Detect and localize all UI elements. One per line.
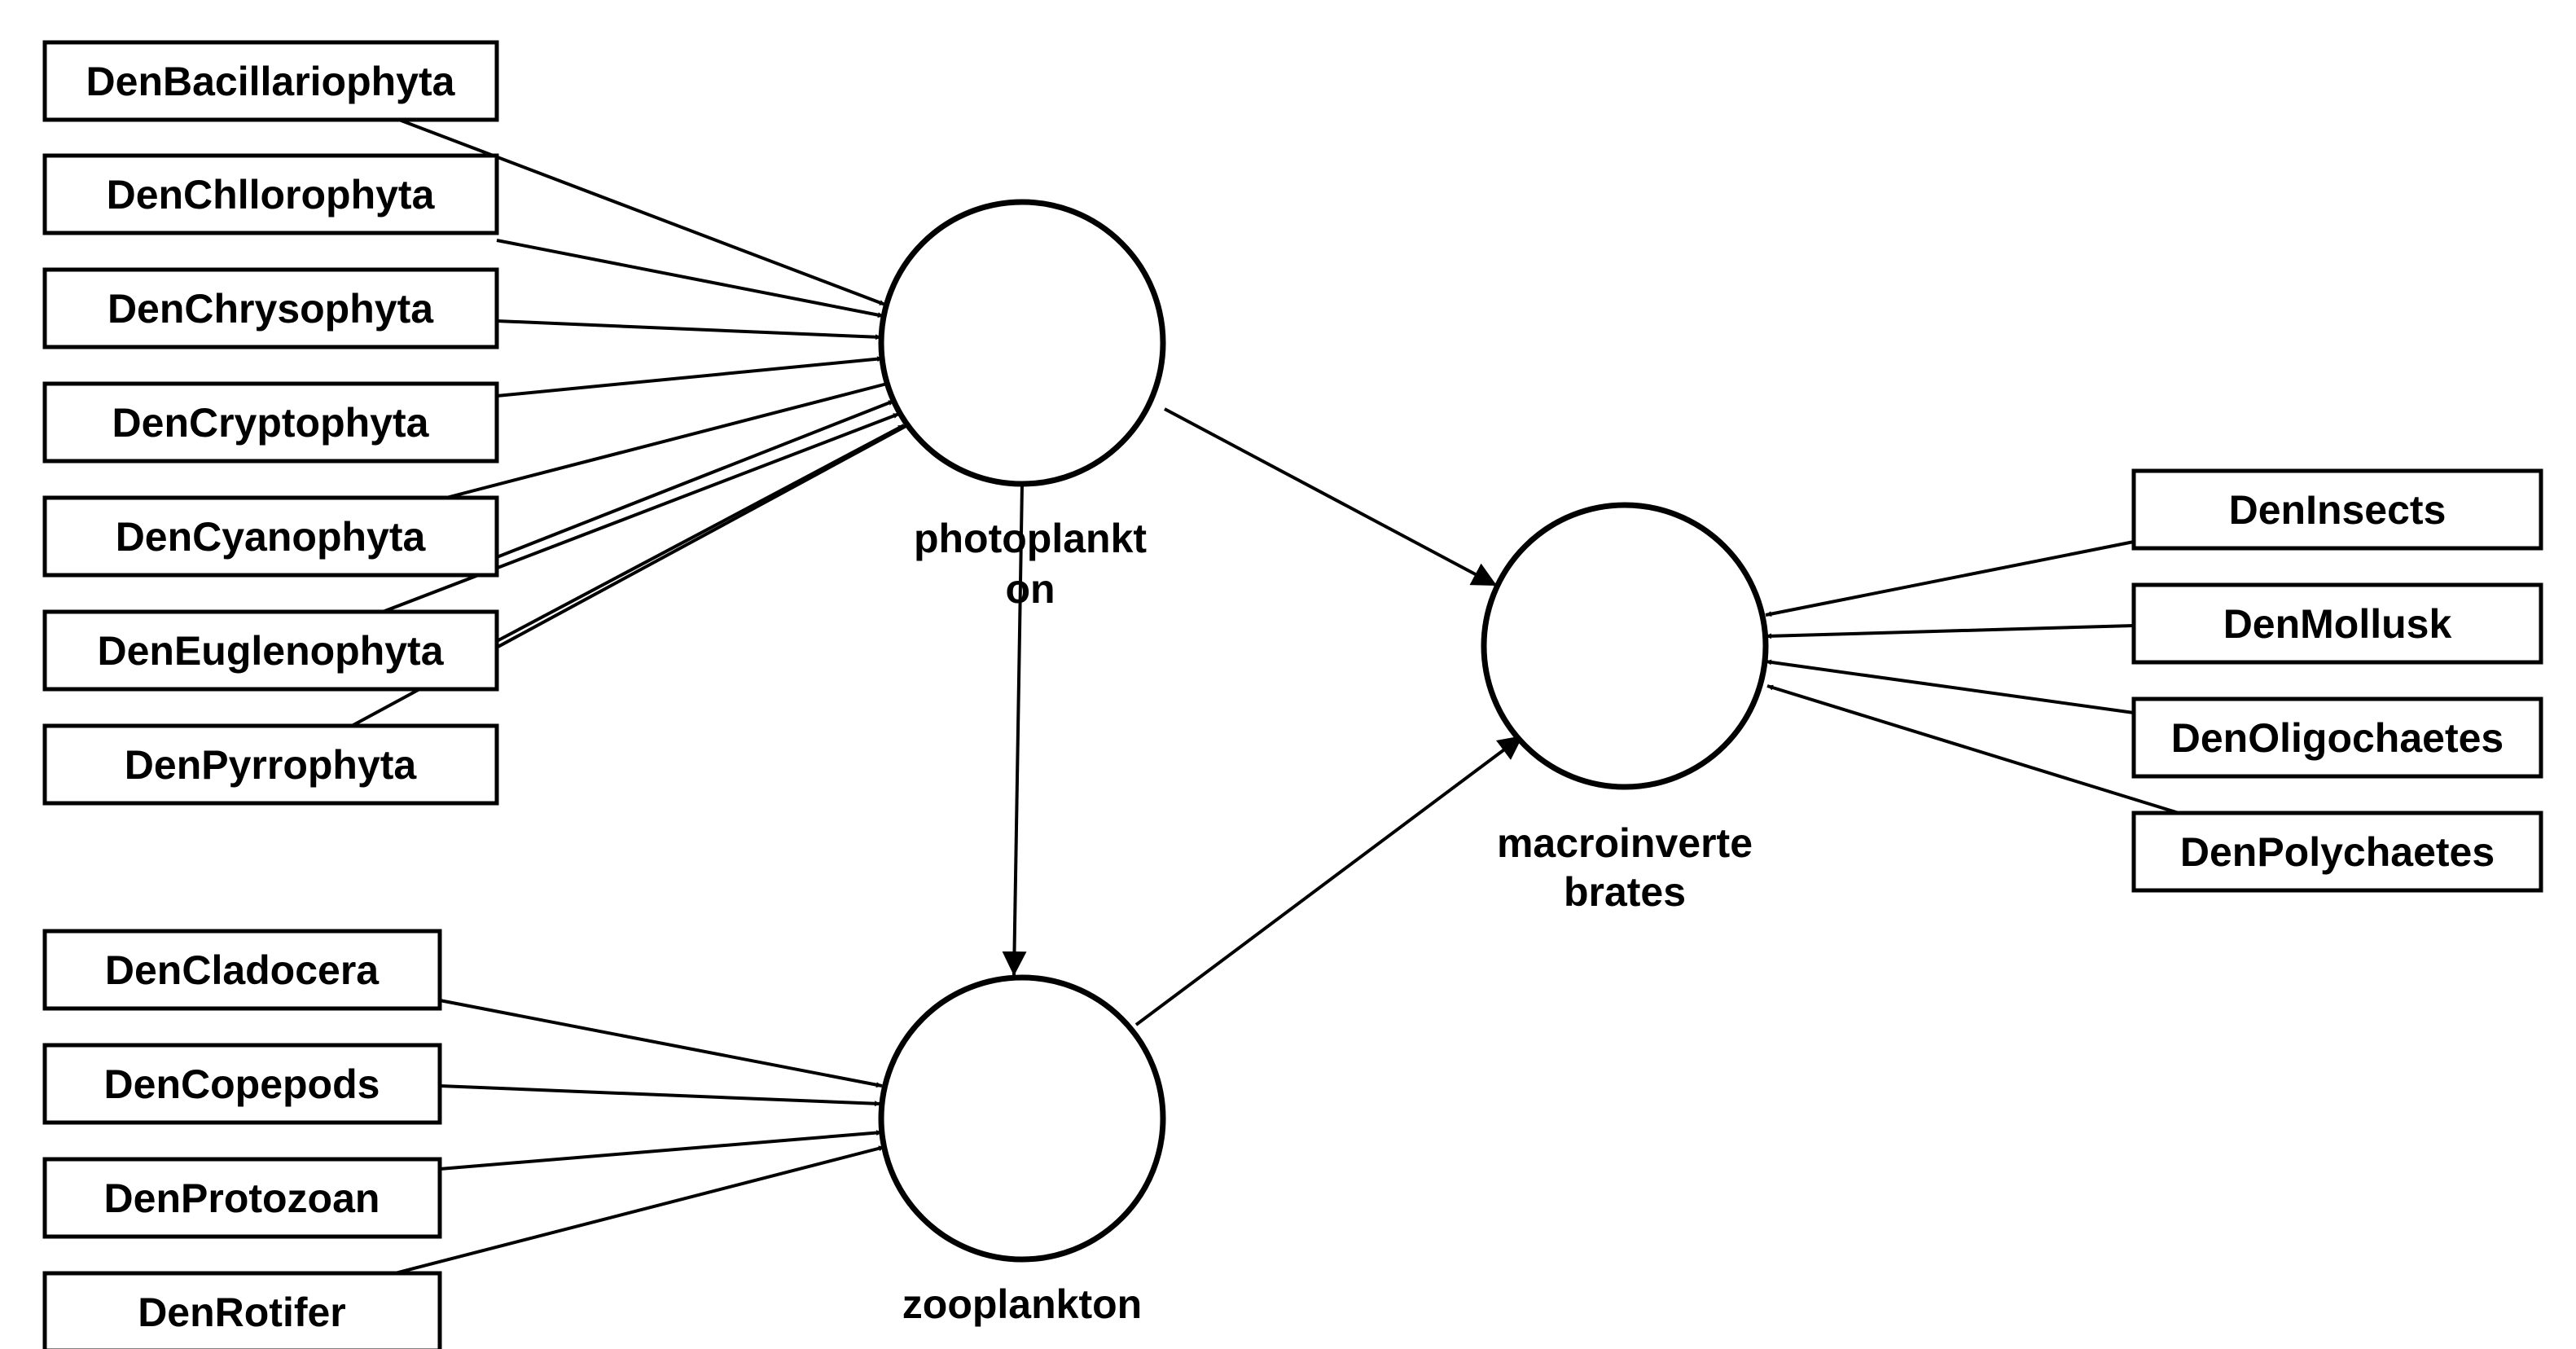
indicator-box[interactable]: DenEuglenophyta	[42, 609, 499, 692]
latent-zooplankton-label: zooplankton	[902, 1281, 1142, 1327]
indicator-label: DenOligochaetes	[2171, 715, 2504, 761]
indicator-label: DenBacillariophyta	[86, 59, 456, 104]
indicator-arrow	[496, 319, 882, 341]
indicator-label: DenChllorophyta	[107, 172, 436, 218]
indicator-box[interactable]: DenCryptophyta	[42, 381, 499, 464]
edges	[351, 118, 2179, 1275]
path-arrow-zoo-macro	[1134, 734, 1525, 1026]
indicator-arrow	[1765, 659, 2135, 714]
indicator-label: DenProtozoan	[104, 1175, 380, 1221]
indicator-label: DenRotifer	[138, 1290, 346, 1335]
indicator-label: DenMollusk	[2223, 601, 2452, 647]
indicator-label: DenCopepods	[104, 1061, 380, 1107]
indicator-label: DenChrysophyta	[108, 286, 434, 332]
indicator-label: DenInsects	[2229, 487, 2447, 533]
latent-photoplankton-label-line2: on	[1005, 566, 1055, 612]
indicator-box[interactable]: DenPyrrophyta	[42, 723, 499, 806]
indicator-arrow	[382, 412, 900, 613]
latent-photoplankton-circle[interactable]	[878, 199, 1166, 487]
latent-photoplankton-label-line1: photoplankt	[914, 516, 1147, 561]
indicator-label: DenEuglenophyta	[97, 628, 444, 674]
indicator-box[interactable]: DenOligochaetes	[2131, 696, 2543, 779]
indicator-label: DenCladocera	[105, 947, 380, 993]
latent-macroinvertebrates-label-line1: macroinverte	[1497, 820, 1753, 866]
indicator-box[interactable]: DenBacillariophyta	[42, 40, 499, 122]
indicator-arrow	[496, 424, 905, 643]
indicator-arrow	[1766, 684, 2179, 815]
path-arrow-photo-zoo	[1002, 483, 1027, 977]
indicator-arrow	[1765, 624, 2135, 639]
indicator-arrow	[394, 1145, 885, 1275]
indicator-arrow	[398, 118, 886, 306]
indicator-label: DenPyrrophyta	[125, 742, 418, 788]
path-arrow-photo-macro	[1164, 407, 1498, 587]
indicator-arrow	[496, 399, 895, 559]
indicator-arrow	[496, 239, 884, 319]
indicator-box[interactable]: DenProtozoan	[42, 1157, 442, 1239]
indicator-box[interactable]: DenInsects	[2131, 468, 2543, 551]
indicator-label: DenCryptophyta	[112, 400, 430, 446]
indicator-arrow	[445, 381, 891, 499]
indicator-box[interactable]: DenPolychaetes	[2131, 811, 2543, 893]
indicator-label: DenPolychaetes	[2180, 829, 2495, 875]
latent-macroinvertebrates-label-line2: brates	[1564, 869, 1686, 915]
latent-macroinvertebrates-circle[interactable]	[1481, 502, 1769, 790]
indicator-box[interactable]: DenChllorophyta	[42, 153, 499, 235]
indicator-box[interactable]: DenCyanophyta	[42, 495, 499, 578]
indicator-arrow	[496, 356, 884, 398]
indicator-box[interactable]: DenCladocera	[42, 929, 442, 1011]
indicator-box[interactable]: DenMollusk	[2131, 582, 2543, 665]
indicator-arrow	[439, 1130, 883, 1171]
latent-zooplankton-circle[interactable]	[878, 974, 1166, 1263]
indicator-arrow	[439, 1084, 881, 1107]
indicator-arrow	[1765, 540, 2135, 617]
indicator-box[interactable]: DenRotifer	[42, 1271, 442, 1349]
indicator-arrow	[439, 999, 883, 1088]
indicator-box[interactable]: DenCopepods	[42, 1043, 442, 1125]
indicator-box[interactable]: DenChrysophyta	[42, 267, 499, 349]
indicator-label: DenCyanophyta	[116, 514, 427, 560]
